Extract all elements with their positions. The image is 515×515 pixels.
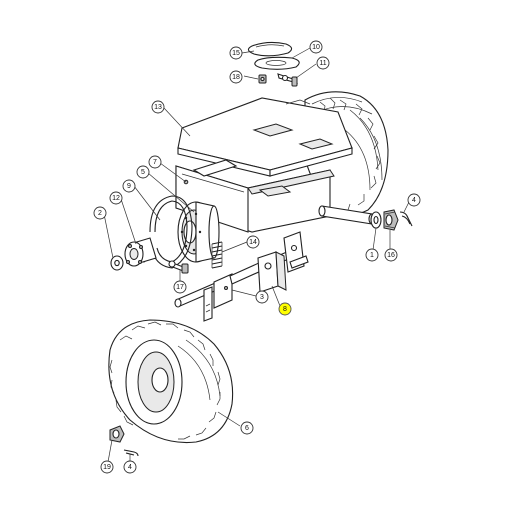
callout-4: 4 — [407, 193, 421, 207]
callout-circle — [278, 302, 292, 316]
callout-label: 19 — [103, 464, 111, 471]
callout-circle — [123, 460, 137, 474]
part-4-cotter-pin-right — [399, 211, 413, 227]
callout-11: 11 — [316, 56, 330, 70]
callout-circle — [255, 290, 269, 304]
part-5-brake-drum — [177, 201, 220, 263]
callout-2: 2 — [93, 206, 107, 220]
callout-label: 12 — [112, 195, 120, 202]
callout-circle — [240, 421, 254, 435]
callout-label: 16 — [387, 252, 395, 259]
callout-circle — [365, 248, 379, 262]
callout-16: 16 — [384, 248, 398, 262]
callout-19: 19 — [100, 460, 114, 474]
part-2-washer — [110, 255, 124, 271]
callout-circle — [148, 155, 162, 169]
callout-label: 2 — [98, 210, 102, 217]
part-18-nut — [258, 74, 267, 84]
callout-label: 8 — [283, 306, 287, 313]
part-12-hub — [124, 237, 157, 267]
callout-circle — [173, 280, 187, 294]
callout-circle — [246, 235, 260, 249]
callout-14: 14 — [246, 235, 260, 249]
callout-label: 9 — [127, 183, 131, 190]
callout-label: 3 — [260, 294, 264, 301]
callout-circle — [384, 248, 398, 262]
callout-17: 17 — [173, 280, 187, 294]
callout-circle — [151, 100, 165, 114]
part-8-bracket — [257, 231, 309, 293]
callout-label: 14 — [249, 239, 257, 246]
callout-label: 18 — [232, 74, 240, 81]
leader-lines — [103, 47, 410, 463]
part-14-spring — [211, 241, 223, 269]
callout-circle — [109, 191, 123, 205]
callout-7: 7 — [148, 155, 162, 169]
part-4-cotter-pin-bottom — [123, 449, 139, 457]
part-6-tire — [108, 319, 234, 444]
part-10-bracket — [254, 56, 300, 70]
part-11-bolt — [277, 73, 298, 87]
callout-circle — [229, 70, 243, 84]
callout-4: 4 — [123, 460, 137, 474]
callout-circle — [136, 165, 150, 179]
callout-circle — [93, 206, 107, 220]
part-17-bolt — [168, 260, 189, 274]
callout-label: 10 — [312, 44, 320, 51]
callout-circle — [316, 56, 330, 70]
callout-5: 5 — [136, 165, 150, 179]
callout-label: 13 — [154, 104, 162, 111]
callout-circle — [229, 46, 243, 60]
callout-12: 12 — [109, 191, 123, 205]
callout-9: 9 — [122, 179, 136, 193]
callout-label: 17 — [176, 284, 184, 291]
callout-3: 3 — [255, 290, 269, 304]
callout-circle — [309, 40, 323, 54]
callout-18: 18 — [229, 70, 243, 84]
callout-15: 15 — [229, 46, 243, 60]
callout-circle — [100, 460, 114, 474]
callout-8: 8 — [278, 302, 292, 316]
part-15-pad — [247, 41, 293, 57]
part-1-washer — [370, 211, 382, 229]
part-16-hub-nut — [383, 209, 399, 231]
callout-circle — [407, 193, 421, 207]
callout-label: 4 — [412, 197, 416, 204]
callout-label: 15 — [232, 50, 240, 57]
callout-6: 6 — [240, 421, 254, 435]
callout-label: 4 — [128, 464, 132, 471]
part-19-lug-nut — [109, 425, 125, 443]
callout-label: 7 — [153, 159, 157, 166]
callout-13: 13 — [151, 100, 165, 114]
callout-10: 10 — [309, 40, 323, 54]
callout-label: 11 — [319, 60, 326, 67]
callout-1: 1 — [365, 248, 379, 262]
callout-circle — [122, 179, 136, 193]
callout-label: 6 — [245, 425, 249, 432]
callout-label: 1 — [370, 252, 374, 259]
callout-label: 5 — [141, 169, 145, 176]
